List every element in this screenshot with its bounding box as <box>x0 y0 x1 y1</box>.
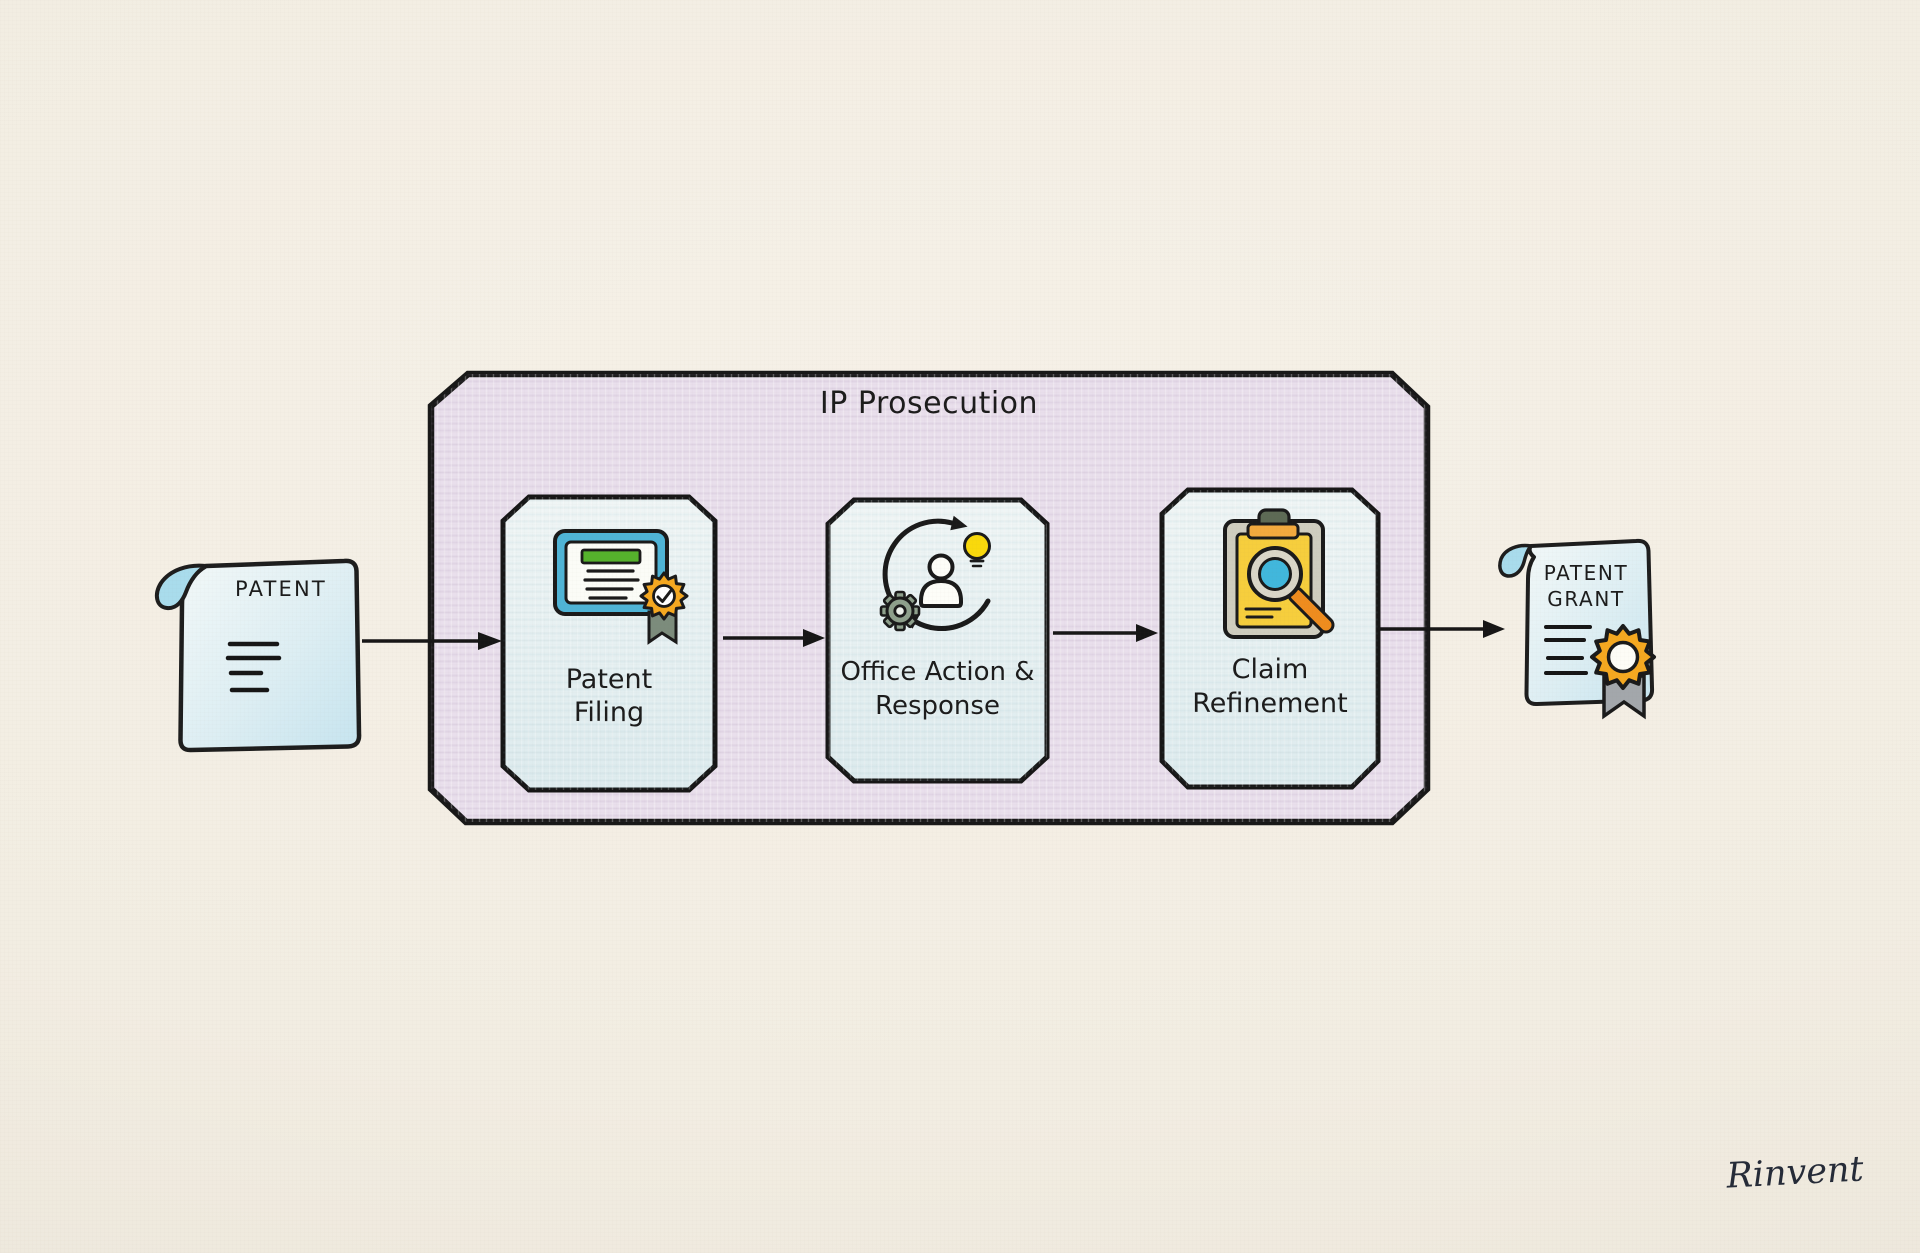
cycle-arrows-icon <box>882 518 991 631</box>
entry-arrow <box>362 632 502 650</box>
scroll-curl <box>1498 543 1535 578</box>
step-label-office-action-line1: Office Action & <box>840 657 1035 687</box>
output-document-label-line1: PATENT <box>1543 561 1629 585</box>
patent-grant-document <box>1498 538 1656 720</box>
lightbulb-icon <box>963 532 991 568</box>
step-label-claim-refinement-line2: Refinement <box>1192 688 1348 719</box>
container-title: IP Prosecution <box>819 386 1039 421</box>
document-text-lines <box>1544 625 1592 675</box>
refresh-cycle-person-idea-icon <box>879 515 991 632</box>
person-icon <box>919 553 963 608</box>
arrow-filing-to-office-action <box>723 629 825 647</box>
exit-arrow <box>1378 620 1505 638</box>
step-label-patent-filing-line1: Patent <box>565 664 653 695</box>
step-box-office-action <box>825 497 1050 784</box>
gear-icon <box>879 590 921 632</box>
step-label-claim-refinement-line1: Claim <box>1231 654 1309 685</box>
step-label-patent-filing-line2: Filing <box>573 697 645 728</box>
arrow-office-action-to-claim <box>1053 624 1158 642</box>
step-label-office-action-line2: Response <box>875 691 1000 721</box>
magnifier-icon <box>1247 546 1335 634</box>
certificate-seal-icon <box>553 529 689 645</box>
output-document-label-line2: GRANT <box>1547 587 1625 611</box>
clipboard-magnifier-icon <box>1223 508 1335 639</box>
check-icon <box>656 589 673 603</box>
input-document-label: PATENT <box>235 577 327 601</box>
award-rosette-icon <box>1590 624 1656 720</box>
scroll-curl <box>154 563 213 611</box>
document-text-lines <box>225 641 282 693</box>
patent-document <box>154 558 362 753</box>
